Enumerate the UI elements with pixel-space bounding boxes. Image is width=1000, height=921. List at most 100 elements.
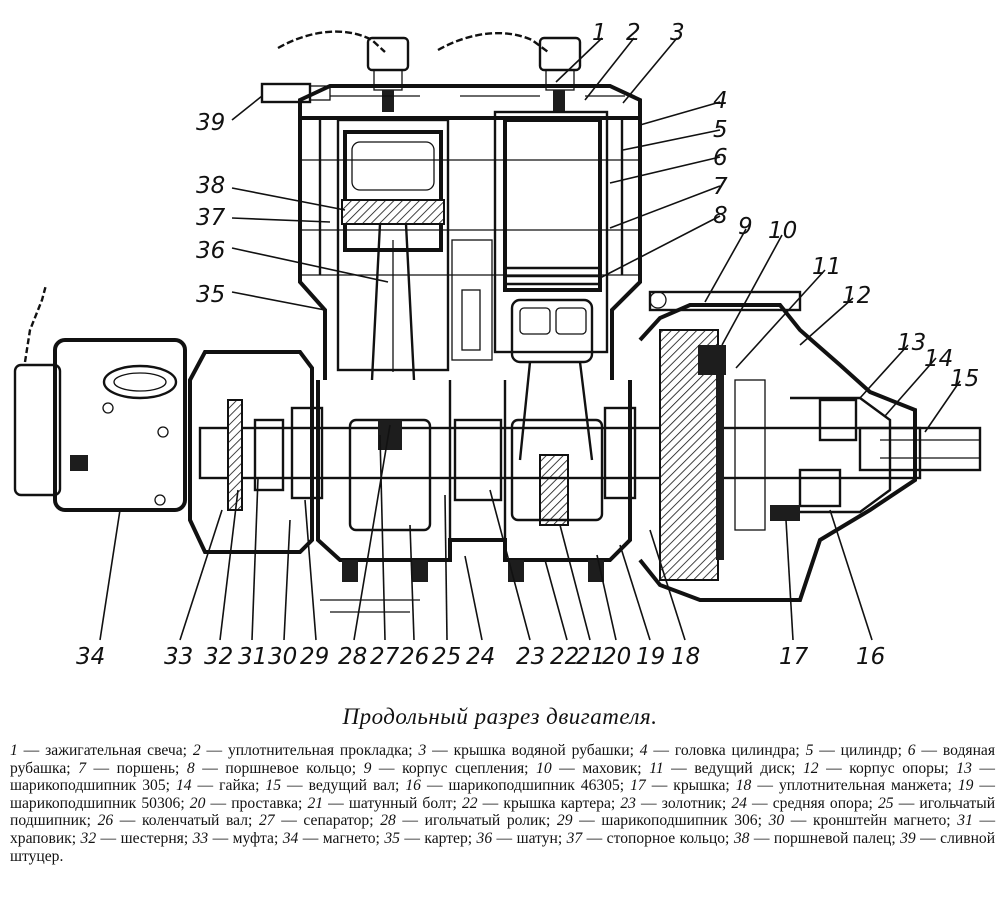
legend-item: 30 — кронштейн магнето; — [769, 812, 951, 829]
legend-item-text: муфта; — [232, 829, 279, 847]
legend-dash: — — [492, 829, 517, 847]
legend-dash: — — [746, 794, 773, 812]
legend-item-number: 32 — [80, 829, 97, 847]
legend-item-number: 10 — [536, 759, 552, 777]
legend-item-number: 37 — [566, 829, 583, 847]
legend-item-number: 20 — [189, 794, 206, 812]
legend-dash: — — [298, 829, 323, 847]
legend-dash: — — [395, 812, 425, 830]
legend-dash: — — [85, 759, 117, 777]
legend-item-text: ведущий вал; — [308, 777, 400, 795]
cylinder-right — [493, 110, 609, 354]
legend-dash: — — [915, 742, 943, 759]
callout-32: 32 — [204, 644, 233, 670]
piston-left — [343, 130, 443, 252]
legend-item-text: поршневой палец; — [773, 829, 896, 847]
legend-item: 5 — цилиндр; — [806, 742, 902, 759]
legend-item: 9 — корпус сцепления; — [364, 760, 529, 777]
legend-item: 14 — гайка; — [176, 777, 259, 794]
legend-item-text: шатунный болт; — [348, 794, 457, 812]
legend-dash: — — [751, 777, 779, 795]
legend-item-text: корпус опоры; — [849, 759, 949, 777]
legend-item: 1 — зажигательная свеча; — [10, 742, 187, 759]
legend-dash: — — [191, 777, 220, 795]
legend-item: 39 — сливной штуцер. — [10, 830, 995, 865]
legend-dash: — — [17, 742, 46, 759]
legend-dash: — — [477, 794, 504, 812]
legend-item-text: игольчатый ролик; — [424, 812, 551, 830]
callout-31: 31 — [238, 644, 267, 670]
callout-5: 5 — [713, 117, 728, 143]
legend-item-number: 29 — [556, 812, 573, 830]
legend-item: 21 — шатунный болт; — [307, 795, 456, 812]
legend-item: 36 — шатун; — [477, 830, 563, 847]
legend-item-text: шарикоподшипник 306; — [601, 812, 762, 830]
legend-item-number: 31 — [957, 812, 973, 830]
callout-9: 9 — [738, 214, 753, 240]
callout-34: 34 — [76, 644, 105, 670]
legend-item: 29 — шарикоподшипник 306; — [557, 812, 762, 829]
clutch-housing — [638, 303, 917, 602]
legend-dash: — — [371, 759, 403, 777]
legend-item-text: маховик; — [582, 759, 642, 777]
legend-dash: — — [813, 742, 841, 759]
callout-20: 20 — [602, 644, 631, 670]
callout-33: 33 — [164, 644, 193, 670]
ignition-wire-right — [437, 31, 549, 53]
callout-10: 10 — [768, 218, 797, 244]
drive-disc — [716, 350, 724, 560]
legend-item-number: 8 — [186, 759, 195, 777]
legend-item: 15 — ведущий вал; — [265, 777, 399, 794]
legend-item: 26 — коленчатый вал; — [98, 812, 253, 829]
legend-item-text: гайка; — [219, 777, 260, 795]
legend-item-text: шарикоподшипник 46305; — [448, 777, 625, 795]
legend-item: 22 — крышка картера; — [462, 795, 615, 812]
legend-dash: — — [972, 812, 996, 830]
legend-item: 35 — картер; — [384, 830, 472, 847]
callout-38: 38 — [196, 173, 225, 199]
legend-item: 17 — крышка; — [630, 777, 730, 794]
callout-39: 39 — [196, 110, 225, 136]
legend-item-number: 28 — [380, 812, 396, 830]
legend-item: 7 — поршень; — [78, 760, 179, 777]
legend-item-number: 2 — [192, 742, 201, 759]
callout-35: 35 — [196, 282, 225, 308]
legend-item: 20 — проставка; — [190, 795, 303, 812]
legend-dash: — — [208, 829, 233, 847]
callout-24: 24 — [466, 644, 495, 670]
legend-dash: — — [194, 759, 226, 777]
legend-item-number: 34 — [282, 829, 299, 847]
legend-item-number: 17 — [630, 777, 646, 795]
legend-dash: — — [113, 812, 142, 830]
callout-18: 18 — [671, 644, 700, 670]
legend-item-text: цилиндр; — [840, 742, 902, 759]
bearing-305 — [818, 398, 858, 442]
magneto-bracket — [188, 350, 314, 554]
legend-item: 13 — шарикоподшипник 305; — [10, 760, 995, 795]
callout-16: 16 — [856, 644, 885, 670]
crankshaft — [198, 426, 922, 480]
bearing-306 — [290, 406, 324, 500]
legend-item: 19 — шарикоподшипник 50306; — [10, 777, 995, 812]
crankcase — [316, 380, 632, 562]
legend-dash: — — [205, 794, 232, 812]
legend-item: 33 — муфта; — [193, 830, 279, 847]
legend-item: 10 — маховик; — [536, 760, 642, 777]
legend-dash: — — [274, 812, 304, 830]
legend-item-number: 15 — [265, 777, 282, 795]
legend-item-number: 4 — [639, 742, 648, 759]
bearing-46305 — [798, 468, 842, 508]
legend-item-number: 33 — [192, 829, 209, 847]
legend-item-text: кронштейн магнето; — [812, 812, 951, 830]
legend-item: 18 — уплотнительная манжета; — [736, 777, 952, 794]
legend-item: 23 — золотник; — [620, 795, 726, 812]
callout-36: 36 — [196, 238, 225, 264]
cylinder-block — [298, 118, 642, 380]
legend-item: 16 — шарикоподшипник 46305; — [405, 777, 624, 794]
legend-item: 38 — поршневой палец; — [734, 830, 896, 847]
legend-item-number: 6 — [907, 742, 916, 759]
legend-item-number: 21 — [307, 794, 324, 812]
crankcase-bolts — [342, 560, 604, 582]
legend-item: 12 — корпус опоры; — [803, 760, 949, 777]
legend-dash: — — [645, 777, 674, 795]
